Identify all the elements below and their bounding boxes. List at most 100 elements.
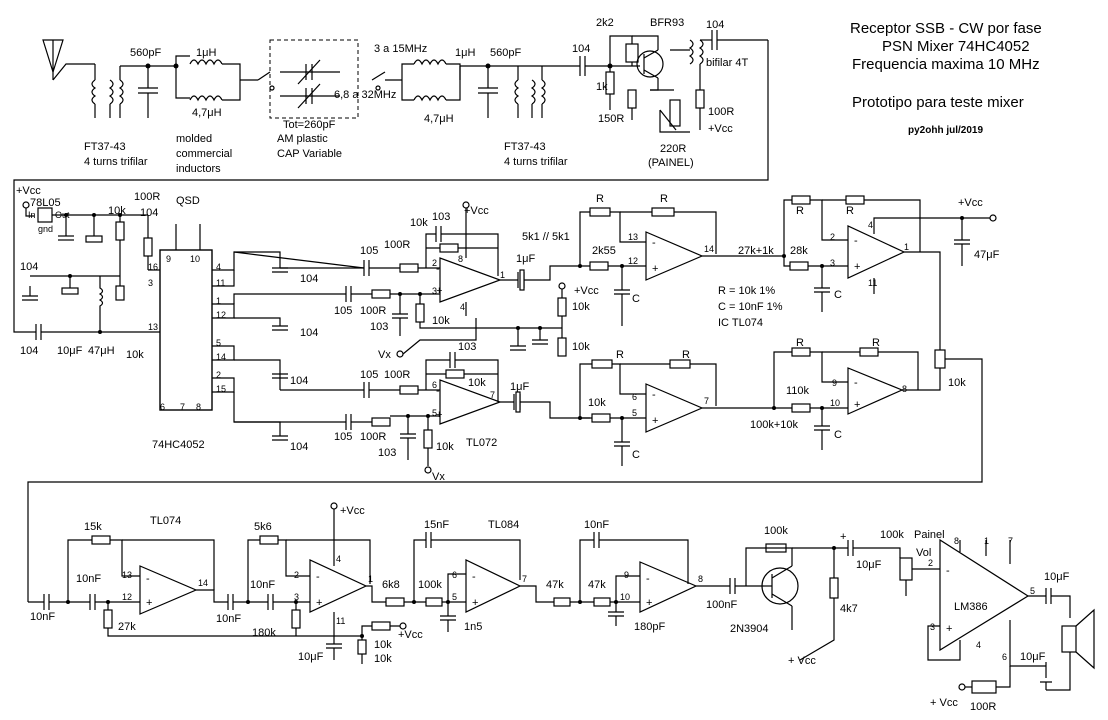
au-c-100n: 100nF [706, 599, 737, 611]
preamp-section: 105 100R 10k 103 +Vcc 2 3 8 1 4 - + 105 … [234, 201, 599, 483]
ps-vcc: +Vcc [958, 197, 983, 209]
pin-8: 8 [196, 402, 201, 412]
ps-c3: C [834, 289, 842, 301]
xfmr-out-2: 4 turns trifilar [504, 156, 568, 168]
qsd-section: +Vcc 78L05 In Out gnd 10k 100R 104 104 [16, 185, 365, 453]
reg-in: In [28, 210, 36, 220]
au-r-100kb: 100k [764, 525, 788, 537]
title-line-1: Receptor SSB - CW por fase [850, 20, 1042, 37]
qsd-c-104c: 104 [20, 345, 38, 357]
qsd-cap-3: 104 [290, 375, 308, 387]
ps4-pin-10: 10 [830, 398, 840, 408]
painel-label: (PAINEL) [648, 157, 694, 169]
preamp-r-5k1: 5k1 // 5k1 [522, 231, 570, 243]
au-c-10nd: 10nF [250, 579, 275, 591]
title-block: Receptor SSB - CW por fase PSN Mixer 74H… [850, 20, 1042, 136]
pin-13: 13 [148, 322, 158, 332]
ps-opamp-2 [645, 383, 704, 433]
lm386-amp [939, 538, 1030, 652]
ps-opamp-4 [847, 367, 904, 415]
r-100-label: 100R [708, 106, 734, 118]
r-2k2-label: 2k2 [596, 17, 614, 29]
au-c-15n: 15nF [424, 519, 449, 531]
c-in-label: 560pF [130, 47, 161, 59]
ps3-pin-4: 4 [868, 220, 873, 230]
pin-14: 14 [216, 352, 226, 362]
ps-r3: R [616, 349, 624, 361]
au-r-180k: 180k [252, 627, 276, 639]
pin-6: 6 [160, 402, 165, 412]
qsd-cap-4: 104 [290, 441, 308, 453]
lm-pin-8: 8 [954, 536, 959, 546]
title-line-3: Frequencia maxima 10 MHz [852, 56, 1040, 73]
au-plus: + [840, 531, 846, 543]
au2-pin-3: 3 [294, 592, 299, 602]
preamp-c-1ua: 1μF [516, 253, 535, 265]
au-vcc3: + Vcc [788, 655, 816, 667]
au-c-180p: 180pF [634, 621, 665, 633]
ps-r-28k: 28k [790, 245, 808, 257]
antenna-icon [42, 39, 95, 81]
preamp-r-100c: 100R [384, 369, 410, 381]
au-r-47ka: 47k [546, 579, 564, 591]
c-coup-label: 104 [572, 43, 590, 55]
l4-label: 4,7μH [424, 113, 454, 125]
ps-r-100k10k: 100k+10k [750, 419, 799, 431]
ps3-pin-2: 2 [830, 232, 835, 242]
au-vol-label: Vol [916, 547, 931, 559]
inductor-note-3: inductors [176, 163, 221, 175]
preamp-opamp-b [439, 379, 502, 425]
ps-c2: C [632, 449, 640, 461]
preamp-vx: Vx [378, 349, 391, 361]
pin-15: 15 [216, 384, 226, 394]
au-c-10uc: 10μF [1044, 571, 1070, 583]
l3-label: 1μH [455, 47, 475, 59]
au-vcc4: + Vcc [930, 697, 958, 709]
ps-note-2: C = 10nF 1% [718, 301, 783, 313]
au3-minus: - [472, 571, 476, 583]
au-r-47kb: 47k [588, 579, 606, 591]
qsd-vcc: +Vcc [16, 185, 41, 197]
ps-pot: 10k [948, 377, 966, 389]
au-painel-label: Painel [914, 529, 945, 541]
au-c-10nb: 10nF [76, 573, 101, 585]
preamp-vx2: Vx [432, 471, 445, 483]
pb-pin-6: 6 [432, 380, 437, 390]
au-opamp-4 [639, 561, 698, 613]
preamp-r-10ke: 10k [468, 377, 486, 389]
ps-r8: R [872, 337, 880, 349]
au-c-10u: 10μF [298, 651, 324, 663]
au-c-10nc: 10nF [216, 613, 241, 625]
au-chip1: TL074 [150, 515, 181, 527]
lm-pin-6: 6 [1002, 652, 1007, 662]
cap-note-2: AM plastic [277, 133, 328, 145]
au-opamp-1 [139, 565, 198, 615]
preamp-r-100b: 100R [360, 305, 386, 317]
xfmr-in-1: FT37-43 [84, 141, 126, 153]
au-r-100: 100R [970, 701, 996, 713]
ps-r-10k: 10k [588, 397, 606, 409]
ps4-plus: + [854, 399, 860, 411]
xfmr-in-2: 4 turns trifilar [84, 156, 148, 168]
qsd-cap-2: 104 [300, 327, 318, 339]
ps3-pin-11: 11 [868, 278, 877, 288]
ps2-minus: - [652, 389, 656, 401]
lm-minus: - [946, 565, 950, 577]
reg-label: 78L05 [30, 197, 61, 209]
ps2-plus: + [652, 415, 658, 427]
ps-opamp-3 [847, 225, 906, 279]
ps1-pin-13: 13 [628, 232, 638, 242]
pa-minus: - [436, 263, 440, 275]
au-vcc: +Vcc [340, 505, 365, 517]
audio-section: 10nF 15k TL074 10nF 27k 13 12 14 - + 10n… [28, 502, 1095, 713]
chip-label: 74HC4052 [152, 439, 205, 451]
au2-pin-4: 4 [336, 554, 341, 564]
preamp-chip-b: TL072 [466, 437, 497, 449]
author-credit: py2ohh jul/2019 [908, 125, 983, 136]
preamp-c-105b: 105 [334, 305, 352, 317]
ps-r-2k55: 2k55 [592, 245, 616, 257]
qsd-c-104b: 104 [20, 261, 38, 273]
preamp-c-105d: 105 [334, 431, 352, 443]
au1-pin-13: 13 [122, 570, 132, 580]
pin-16: 16 [148, 262, 158, 272]
